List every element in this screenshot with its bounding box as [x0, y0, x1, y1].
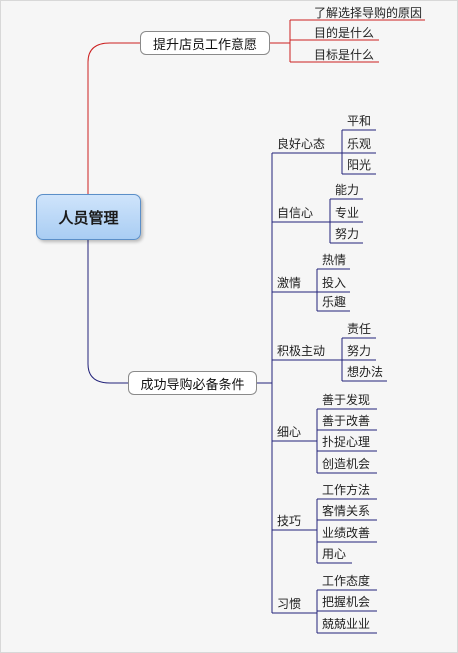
leaf-node[interactable]: 专业	[335, 206, 360, 220]
leaf-node[interactable]: 目标是什么	[314, 48, 375, 62]
leaf-node[interactable]: 想办法	[347, 365, 384, 379]
connector-root-branch1	[87, 42, 140, 194]
leaf-node[interactable]: 平和	[347, 114, 372, 128]
leaf-node[interactable]: 兢兢业业	[322, 617, 371, 631]
leaf-node[interactable]: 业绩改善	[322, 526, 371, 540]
leaf-node[interactable]: 能力	[335, 183, 360, 197]
subtopic-node[interactable]: 技巧	[277, 514, 302, 528]
leaf-node[interactable]: 热情	[322, 253, 347, 267]
leaf-node[interactable]: 乐观	[347, 137, 372, 151]
leaf-node[interactable]: 客情关系	[322, 504, 371, 518]
leaf-node[interactable]: 扑捉心理	[322, 435, 371, 449]
leaf-node[interactable]: 目的是什么	[314, 26, 375, 40]
leaf-node[interactable]: 善于改善	[322, 414, 371, 428]
leaf-node[interactable]: 把握机会	[322, 595, 371, 609]
leaf-node[interactable]: 了解选择导购的原因	[314, 6, 423, 20]
leaf-node[interactable]: 阳光	[347, 158, 372, 172]
leaf-node[interactable]: 创造机会	[322, 457, 371, 471]
leaf-node[interactable]: 努力	[335, 227, 360, 241]
leaf-node[interactable]: 努力	[347, 344, 372, 358]
leaf-node[interactable]: 投入	[322, 276, 347, 290]
leaf-node[interactable]: 责任	[347, 322, 372, 336]
subtopic-node[interactable]: 积极主动	[277, 344, 326, 358]
leaf-node[interactable]: 工作态度	[322, 574, 371, 588]
leaf-node[interactable]: 善于发现	[322, 393, 371, 407]
subtopic-node[interactable]: 良好心态	[277, 137, 326, 151]
connector-branch1-fan	[268, 19, 300, 63]
branch-node-motivation[interactable]: 提升店员工作意愿	[140, 31, 270, 55]
subtopic-node[interactable]: 习惯	[277, 597, 302, 611]
subtopic-node[interactable]: 激情	[277, 276, 302, 290]
subtopic-node[interactable]: 自信心	[277, 206, 314, 220]
subtopic-node[interactable]: 细心	[277, 425, 302, 439]
root-node[interactable]: 人员管理	[36, 194, 141, 240]
leaf-node[interactable]: 用心	[322, 547, 347, 561]
connector-root-branch2	[87, 238, 128, 384]
leaf-node[interactable]: 工作方法	[322, 483, 371, 497]
branch-node-conditions[interactable]: 成功导购必备条件	[128, 371, 257, 395]
leaf-node[interactable]: 乐趣	[322, 295, 347, 309]
